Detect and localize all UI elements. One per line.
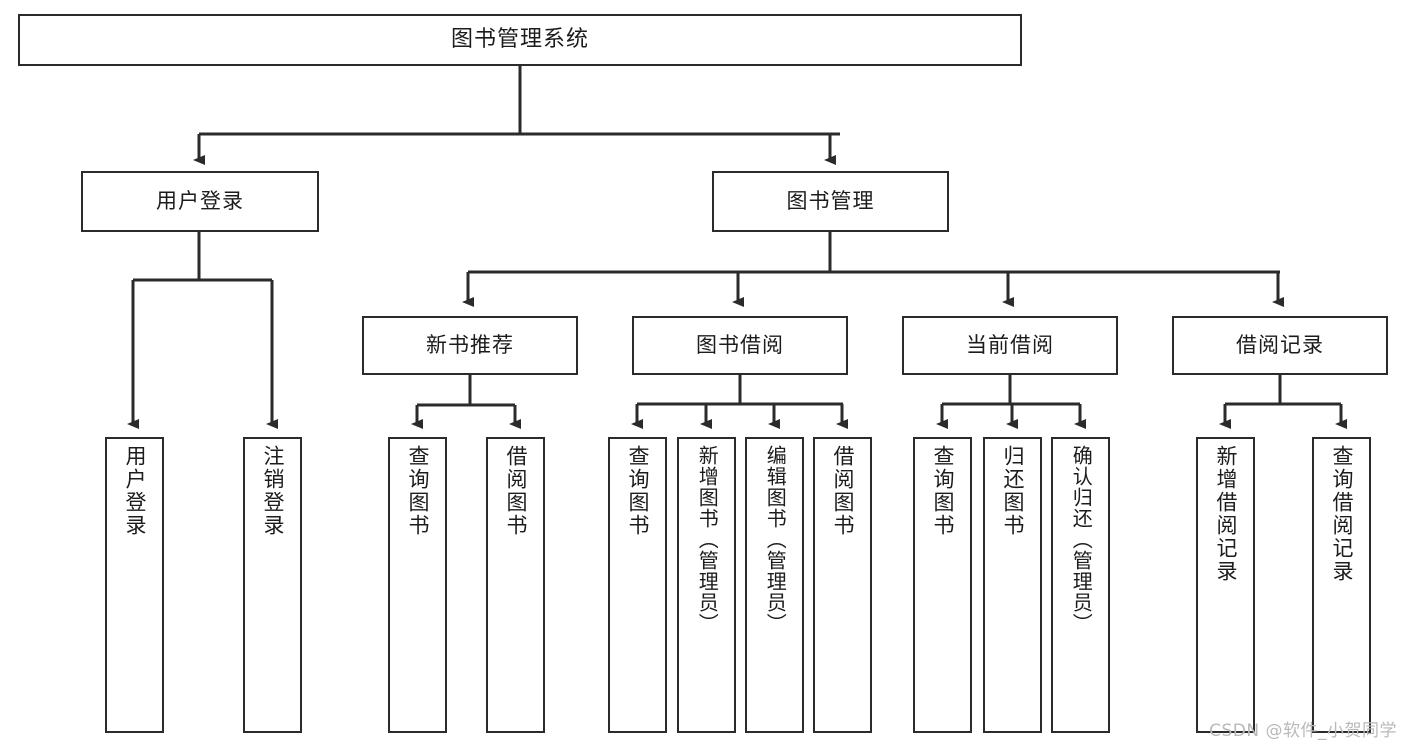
node-book-borrow-label: 图书借阅	[696, 332, 784, 357]
node-current-borrow[interactable]: 当前借阅	[902, 316, 1118, 375]
leaf-add-borrow-record[interactable]: 新增借阅记录	[1196, 437, 1255, 733]
node-user-login-label: 用户登录	[156, 188, 244, 213]
leaf-query-book-current-label: 查询图书	[930, 445, 955, 537]
leaf-add-borrow-record-label: 新增借阅记录	[1213, 445, 1238, 583]
leaf-query-book-recommend-label: 查询图书	[405, 445, 430, 537]
leaf-borrow-book-recommend[interactable]: 借阅图书	[486, 437, 545, 733]
leaf-query-borrow-record[interactable]: 查询借阅记录	[1312, 437, 1371, 733]
leaf-borrow-book[interactable]: 借阅图书	[813, 437, 872, 733]
leaf-return-book[interactable]: 归还图书	[983, 437, 1042, 733]
node-user-login[interactable]: 用户登录	[81, 171, 319, 232]
node-book-management-label: 图书管理	[786, 188, 875, 213]
leaf-query-book-borrow-label: 查询图书	[625, 445, 650, 537]
node-root[interactable]: 图书管理系统	[18, 14, 1022, 66]
node-borrow-record[interactable]: 借阅记录	[1172, 316, 1388, 375]
node-current-borrow-label: 当前借阅	[966, 332, 1054, 357]
leaf-edit-book-admin[interactable]: 编辑图书（管理员）	[745, 437, 804, 733]
node-new-book-recommend[interactable]: 新书推荐	[362, 316, 578, 375]
node-book-borrow[interactable]: 图书借阅	[632, 316, 848, 375]
leaf-user-login[interactable]: 用户登录	[105, 437, 164, 733]
node-book-management[interactable]: 图书管理	[712, 171, 949, 232]
leaf-confirm-return-admin-label: 确认归还（管理员）	[1069, 445, 1094, 634]
watermark-text: CSDN @软件_小贺同学	[1209, 721, 1397, 741]
leaf-user-logout[interactable]: 注销登录	[243, 437, 302, 733]
node-borrow-record-label: 借阅记录	[1236, 332, 1324, 357]
node-root-label: 图书管理系统	[450, 26, 589, 52]
leaf-query-book-recommend[interactable]: 查询图书	[388, 437, 447, 733]
leaf-user-login-label: 用户登录	[122, 445, 147, 537]
leaf-query-book-borrow[interactable]: 查询图书	[608, 437, 667, 733]
leaf-add-book-admin-label: 新增图书（管理员）	[695, 445, 720, 634]
leaf-edit-book-admin-label: 编辑图书（管理员）	[763, 445, 788, 634]
leaf-borrow-book-label: 借阅图书	[830, 445, 855, 537]
leaf-confirm-return-admin[interactable]: 确认归还（管理员）	[1051, 437, 1110, 733]
node-new-book-recommend-label: 新书推荐	[426, 332, 514, 357]
leaf-query-borrow-record-label: 查询借阅记录	[1329, 445, 1354, 583]
leaf-query-book-current[interactable]: 查询图书	[913, 437, 972, 733]
leaf-borrow-book-recommend-label: 借阅图书	[503, 445, 528, 537]
leaf-user-logout-label: 注销登录	[260, 445, 285, 537]
leaf-return-book-label: 归还图书	[1000, 445, 1025, 537]
leaf-add-book-admin[interactable]: 新增图书（管理员）	[677, 437, 736, 733]
